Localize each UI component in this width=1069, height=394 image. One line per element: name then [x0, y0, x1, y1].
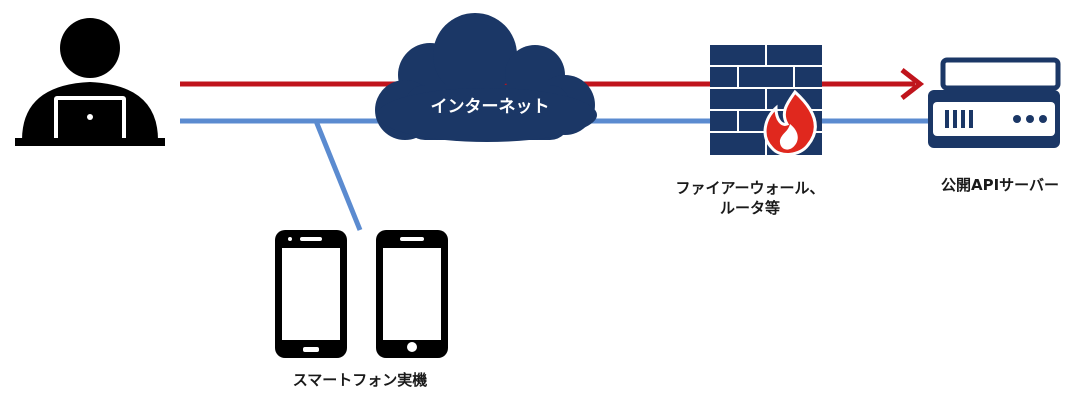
person-at-laptop-icon — [15, 18, 165, 146]
firewall-label-line2: ルータ等 — [719, 199, 780, 217]
server-icon — [928, 57, 1061, 148]
internet-label: インターネット — [430, 97, 550, 117]
smartphones-label: スマートフォン実機 — [292, 371, 428, 389]
firewall-icon — [710, 45, 822, 156]
api-server-label: 公開APIサーバー — [940, 176, 1060, 194]
smartphone-icon — [376, 230, 448, 358]
blue-phone-connection-line — [313, 120, 363, 231]
firewall-label: ファイアーウォール、 ルータ等 — [640, 178, 860, 218]
flame-icon — [763, 89, 817, 156]
red-arrow-head — [900, 68, 925, 100]
firewall-label-line1: ファイアーウォール、 — [675, 179, 825, 197]
cloud-icon — [375, 13, 597, 142]
smartphone-icon — [275, 230, 347, 358]
